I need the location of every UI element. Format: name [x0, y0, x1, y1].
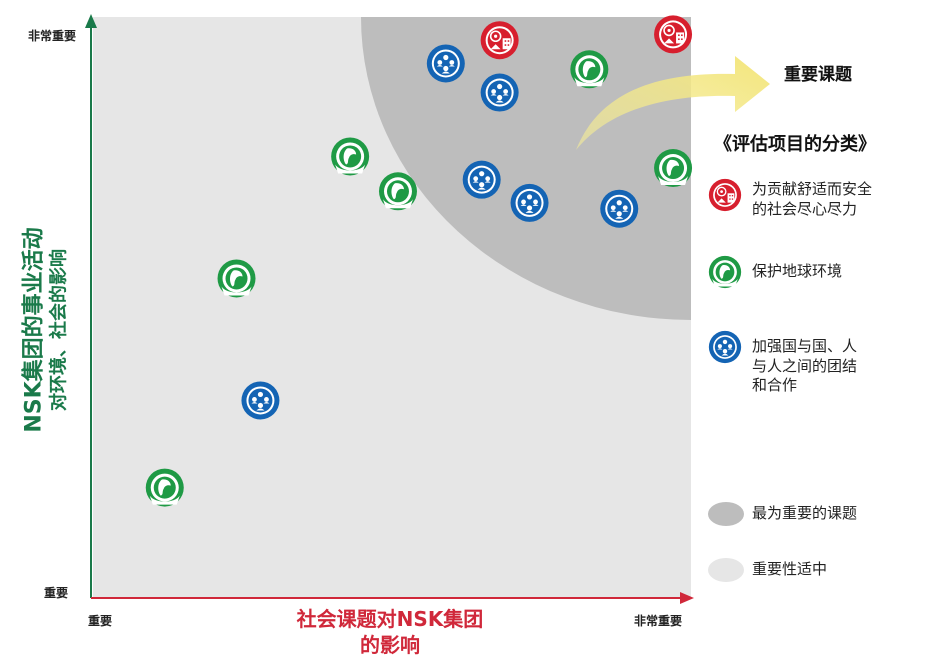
most-important-region	[361, 17, 691, 320]
legend-red-line1: 为贡献舒适而安全	[752, 180, 873, 198]
legend-item-red: 为贡献舒适而安全 的社会尽心尽力	[752, 180, 872, 219]
point-blue-1	[426, 44, 465, 83]
point-blue-5	[600, 189, 639, 228]
legend-blue-line2: 与人之间的团结	[752, 356, 858, 375]
point-blue-2	[480, 73, 519, 112]
point-green-3	[378, 172, 417, 211]
y-axis-arrow	[85, 14, 97, 28]
point-blue-4	[510, 183, 549, 222]
x-tick-high: 非常重要	[634, 614, 683, 628]
legend-icons	[708, 178, 742, 364]
x-axis-arrow	[680, 592, 694, 604]
legend-swatch-moderate	[708, 558, 744, 582]
legend-swatch-most-important	[708, 502, 744, 526]
y-axis-title: NSK集团的事业活动 对环境、社会的影响	[14, 200, 78, 460]
point-green-4	[654, 149, 693, 188]
point-green-5	[217, 259, 256, 298]
legend-red-line2: 的社会尽心尽力	[752, 199, 858, 218]
callout-arrow	[576, 56, 770, 150]
callout-label: 重要课题	[784, 65, 852, 85]
point-red-2	[653, 14, 693, 55]
point-blue-3	[462, 160, 501, 199]
x-tick-low: 重要	[88, 614, 113, 628]
legend-region-most-important-label: 最为重要的课题	[752, 504, 858, 522]
legend-item-blue: 加强国与国、人 与人之间的团结 和合作	[752, 337, 857, 396]
legend-item-green: 保护地球环境	[752, 262, 842, 282]
y-tick-low: 重要	[44, 586, 69, 600]
point-green-2	[331, 137, 370, 176]
legend-region-most-important: 最为重要的课题	[708, 502, 857, 526]
point-blue-6	[241, 381, 280, 420]
point-red-1	[479, 20, 520, 61]
legend-blue-line1: 加强国与国、人	[752, 337, 858, 355]
legend-title: 《评估项目的分类》	[714, 134, 876, 155]
x-axis-title-line2: 的影响	[360, 633, 420, 657]
point-green-6	[145, 468, 184, 507]
y-axis-title-line1: NSK集团的事业活动	[22, 227, 47, 433]
legend-blue-line3: 和合作	[752, 376, 798, 394]
x-axis-title: 社会课题对NSK集团 的影响	[200, 606, 580, 658]
y-tick-high: 非常重要	[28, 29, 77, 43]
x-axis-title-line1: 社会课题对NSK集团	[296, 607, 484, 631]
legend-region-moderate-label: 重要性适中	[752, 560, 828, 578]
legend-region-moderate: 重要性适中	[708, 558, 827, 582]
legend-green-globe-icon	[708, 255, 742, 289]
y-axis-title-line2: 对环境、社会的影响	[48, 249, 70, 411]
point-green-1	[570, 50, 609, 89]
legend-green-line1: 保护地球环境	[752, 262, 843, 280]
legend-red-city-icon	[708, 178, 742, 212]
legend-blue-people-icon	[708, 330, 742, 364]
